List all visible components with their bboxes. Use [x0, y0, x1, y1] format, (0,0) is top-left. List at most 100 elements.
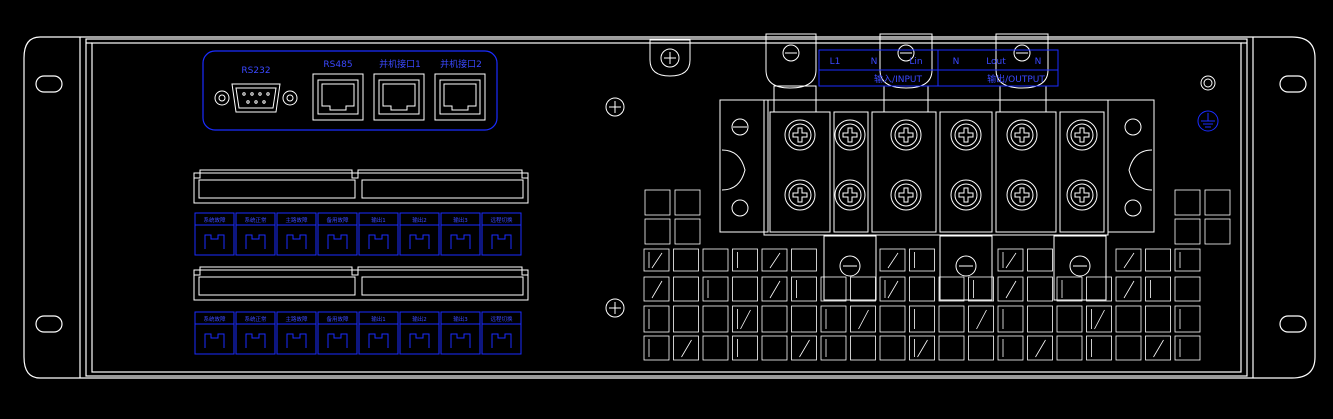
- vent-slot: [643, 305, 670, 333]
- parallel-port-1-label: 并机接口1: [379, 58, 421, 70]
- vent-slot: [1056, 335, 1083, 361]
- dry-contact-label: 输出1: [371, 315, 386, 323]
- vent-slot: [1027, 335, 1053, 361]
- dry-contact-label: 远程切换: [490, 216, 513, 224]
- vent-slot: [702, 248, 729, 272]
- dry-contact-terminal: 输出2: [399, 311, 440, 355]
- input-label: 输入/INPUT: [874, 73, 922, 85]
- vent-slot: [791, 248, 817, 272]
- dry-contact-terminal: 输出3: [440, 212, 481, 256]
- vent-slot: [673, 305, 699, 333]
- vent-slot: [938, 305, 965, 333]
- output-label: 输出/OUTPUT: [987, 73, 1045, 85]
- terminal-screw-icon: [784, 119, 816, 151]
- vent-slot: [1145, 248, 1171, 272]
- vent-slot: [702, 276, 729, 302]
- vent-slot: [791, 276, 817, 302]
- dry-contact-terminal: 输出3: [440, 311, 481, 355]
- vent-slot: [1056, 276, 1083, 302]
- vent-slot: [1145, 276, 1171, 302]
- vent-slot: [674, 218, 701, 245]
- ventilation-grid: [643, 189, 1231, 361]
- terminal-screw-icon: [784, 179, 816, 211]
- terminal-lout-label: Lout: [986, 57, 1006, 67]
- vent-slot: [938, 276, 965, 302]
- vent-slot: [1056, 305, 1083, 333]
- vent-slot: [673, 248, 699, 272]
- mounting-hole-icon: [35, 75, 1307, 333]
- vent-slot: [909, 248, 935, 272]
- terminal-screw-icon: [1066, 119, 1098, 151]
- dry-contact-terminal: 系统正常: [235, 311, 276, 355]
- dry-contact-label: 系统故障: [203, 216, 226, 224]
- dry-contact-label: 输出2: [412, 315, 427, 323]
- dry-contact-terminal: 系统正常: [235, 212, 276, 256]
- screw-icon: [605, 39, 691, 318]
- vent-slot: [761, 276, 788, 302]
- vent-slot: [761, 335, 788, 361]
- terminal-lin-label: Lin: [909, 57, 922, 67]
- dry-contact-terminal: 输出1: [358, 311, 399, 355]
- vent-slot: [732, 248, 758, 272]
- vent-slot: [1204, 218, 1231, 245]
- terminal-screw-icon: [1006, 119, 1038, 151]
- dry-contact-terminal: 系统故障: [194, 311, 235, 355]
- vent-slot: [644, 189, 671, 216]
- terminal-screw-icon: [890, 119, 922, 151]
- vent-slot: [820, 305, 847, 333]
- vent-slot: [1086, 335, 1112, 361]
- vent-slot: [702, 335, 729, 361]
- rs232-label: RS232: [241, 66, 270, 76]
- vent-slot: [938, 335, 965, 361]
- vent-slot: [1115, 305, 1142, 333]
- vent-slot: [1174, 189, 1201, 216]
- dry-contact-label: 备用故障: [326, 315, 349, 323]
- vent-slot: [968, 276, 994, 302]
- dry-contact-terminal: 远程切换: [481, 212, 522, 256]
- terminal-screw-icon: [890, 179, 922, 211]
- vent-slot: [1115, 335, 1142, 361]
- vent-slot: [761, 305, 788, 333]
- vent-slot: [1027, 248, 1053, 272]
- vent-slot: [673, 276, 699, 302]
- vent-slot: [643, 248, 670, 272]
- vent-slot: [674, 189, 701, 216]
- vent-slot: [909, 276, 935, 302]
- vent-slot: [850, 305, 876, 333]
- vent-slot: [643, 335, 670, 361]
- dry-contact-row-2: 系统故障 系统正常 主路故障 备用故障 输出1 输出2 输出3 远程切换: [194, 311, 522, 355]
- dry-contact-row-1: 系统故障 系统正常 主路故障 备用故障 输出1 输出2 输出3 远程切换: [194, 212, 522, 256]
- vent-slot: [968, 305, 994, 333]
- db9-connector-icon: [214, 83, 298, 113]
- terminal-n2-label: N: [953, 57, 960, 67]
- vent-slot: [1115, 276, 1142, 302]
- dry-contact-label: 系统正常: [244, 216, 267, 224]
- rj45-port-icon: [312, 73, 486, 121]
- vent-slot: [1115, 248, 1142, 272]
- terminal-screw-icon: [834, 179, 866, 211]
- parallel-port-2-label: 并机接口2: [440, 58, 482, 70]
- vent-slot: [879, 305, 906, 333]
- dry-contact-label: 输出2: [412, 216, 427, 224]
- vent-slot: [909, 305, 935, 333]
- vent-slot: [1174, 276, 1201, 302]
- vent-slot: [997, 305, 1024, 333]
- dry-contact-terminal: 系统故障: [194, 212, 235, 256]
- vent-slot: [1145, 305, 1171, 333]
- dry-contact-label: 输出1: [371, 216, 386, 224]
- dry-contact-label: 输出3: [453, 315, 468, 323]
- dry-contact-terminal: 输出2: [399, 212, 440, 256]
- dry-contact-label: 主路故障: [285, 315, 308, 323]
- vent-slot: [1086, 276, 1112, 302]
- dry-contact-label: 主路故障: [285, 216, 308, 224]
- dry-contact-label: 备用故障: [326, 216, 349, 224]
- vent-slot: [1145, 335, 1171, 361]
- dry-contact-label: 系统正常: [244, 315, 267, 323]
- vent-slot: [673, 335, 699, 361]
- terminal-screw-icon: [834, 119, 866, 151]
- vent-slot: [1027, 305, 1053, 333]
- dry-contact-terminal: 远程切换: [481, 311, 522, 355]
- vent-slot: [1174, 248, 1201, 272]
- terminal-block: [719, 33, 1155, 236]
